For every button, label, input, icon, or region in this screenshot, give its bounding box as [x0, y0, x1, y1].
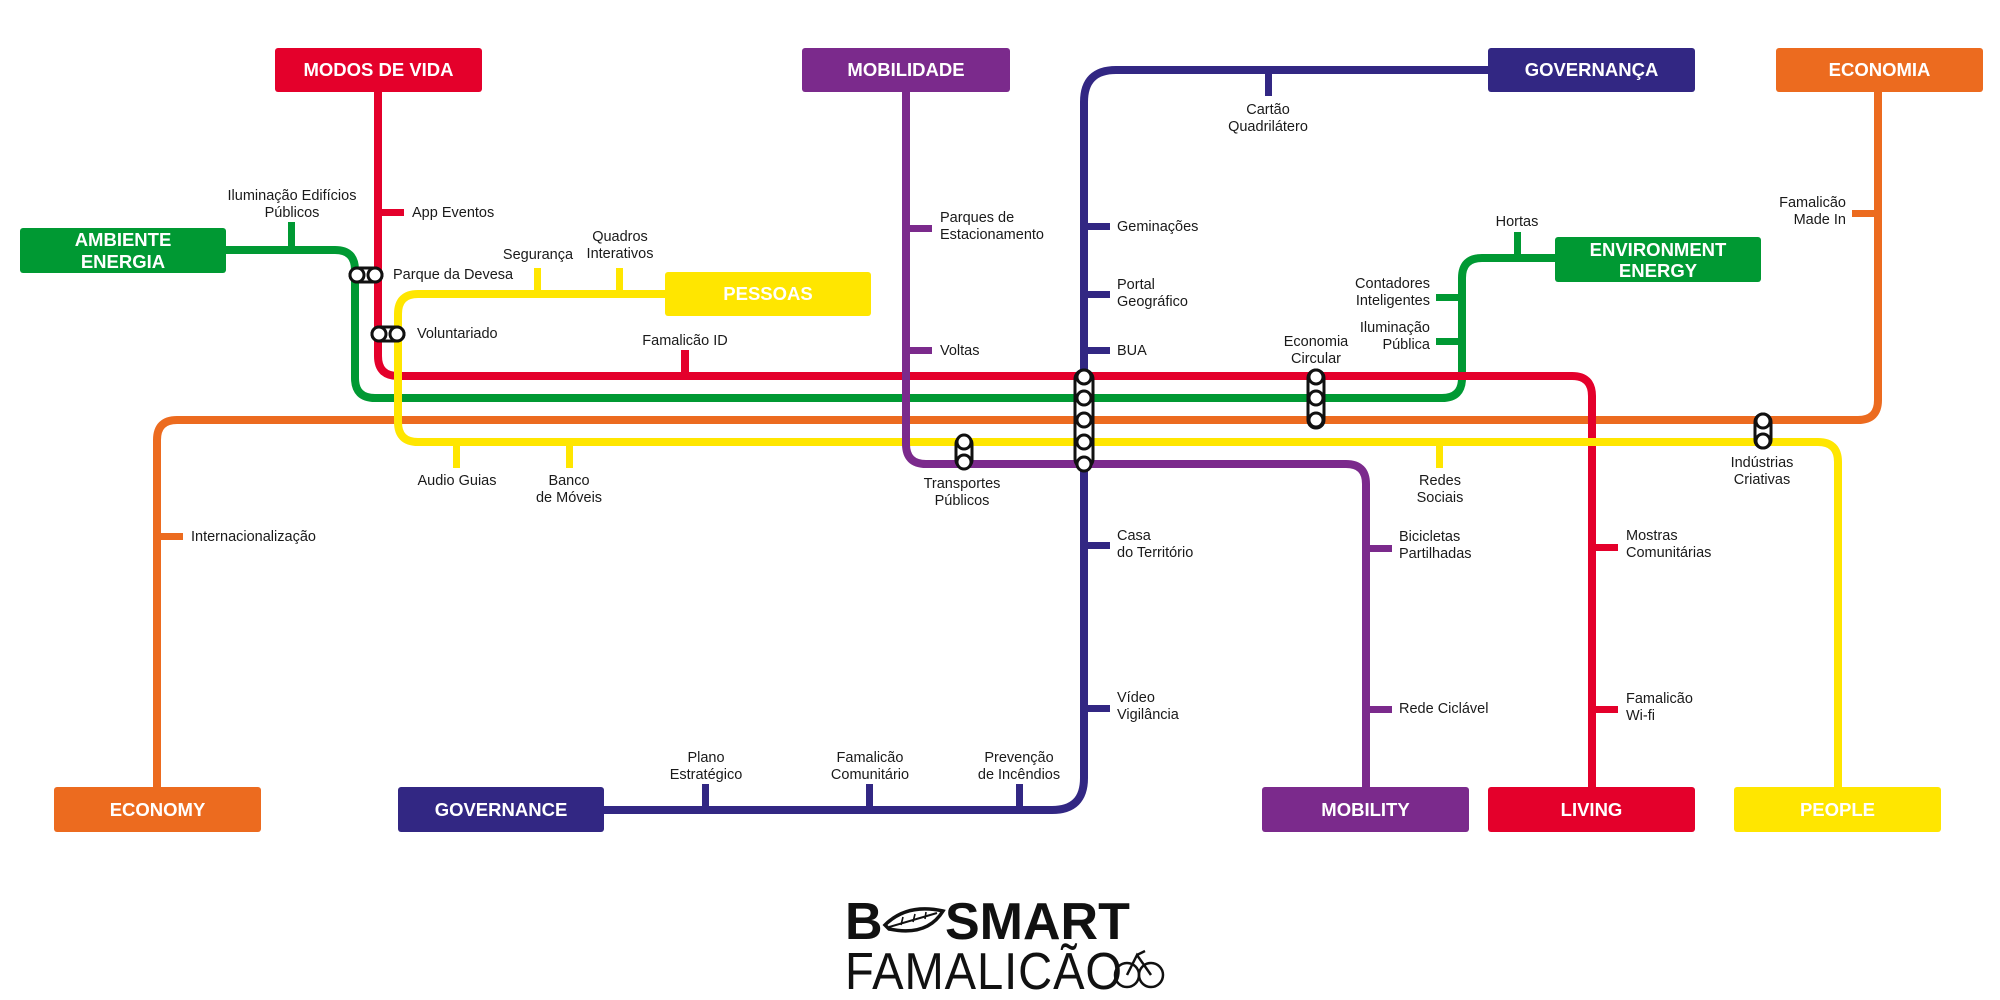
economy-line	[153, 88, 1882, 794]
station-seguranca[interactable]: Segurança	[503, 247, 574, 263]
svg-text:ECONOMIA: ECONOMIA	[1829, 59, 1931, 80]
terminal-economia[interactable]: ECONOMIA	[1776, 48, 1983, 92]
terminal-environment-energy[interactable]: ENVIRONMENT ENERGY	[1555, 237, 1761, 282]
mobility-line	[902, 88, 1370, 794]
svg-text:MODOS DE VIDA: MODOS DE VIDA	[303, 59, 453, 80]
svg-text:ECONOMY: ECONOMY	[110, 799, 206, 820]
interchange-industrias[interactable]	[1753, 412, 1773, 450]
people-line	[394, 290, 1842, 794]
station-voltas[interactable]: Voltas	[940, 343, 980, 359]
station-ticks	[161, 74, 1874, 806]
terminal-modos-de-vida[interactable]: MODOS DE VIDA	[275, 48, 482, 92]
leaf-icon	[882, 907, 946, 933]
station-app-eventos[interactable]: App Eventos	[412, 205, 494, 221]
terminal-governance[interactable]: GOVERNANCE	[398, 787, 604, 832]
station-rede-ciclavel[interactable]: Rede Ciclável	[1399, 701, 1488, 717]
svg-text:AMBIENTE: AMBIENTE	[75, 229, 172, 250]
terminal-living[interactable]: LIVING	[1488, 787, 1695, 832]
station-famalicao-id[interactable]: Famalicão ID	[642, 333, 727, 349]
svg-text:B: B	[845, 895, 883, 951]
living-line	[374, 88, 1596, 794]
interchange-economia-circular[interactable]	[1306, 368, 1326, 430]
svg-text:PESSOAS: PESSOAS	[723, 283, 812, 304]
station-internacionalizacao[interactable]: Internacionalização	[191, 529, 316, 545]
terminal-economy[interactable]: ECONOMY	[54, 787, 261, 832]
terminal-ambiente-energia[interactable]: AMBIENTE ENERGIA	[20, 228, 226, 273]
svg-text:MOBILITY: MOBILITY	[1321, 799, 1410, 820]
interchange-voluntariado[interactable]	[370, 325, 406, 343]
svg-text:ENERGY: ENERGY	[1619, 260, 1698, 281]
interchange-parque-devesa[interactable]	[348, 266, 384, 284]
svg-text:GOVERNANCE: GOVERNANCE	[435, 799, 568, 820]
terminal-mobility[interactable]: MOBILITY	[1262, 787, 1469, 832]
station-hortas[interactable]: Hortas	[1496, 214, 1539, 230]
station-geminacoes[interactable]: Geminações	[1117, 219, 1198, 235]
svg-text:LIVING: LIVING	[1561, 799, 1623, 820]
svg-text:ENVIRONMENT: ENVIRONMENT	[1590, 239, 1727, 260]
svg-text:ENERGIA: ENERGIA	[81, 251, 165, 272]
svg-text:MOBILIDADE: MOBILIDADE	[847, 59, 964, 80]
terminal-mobilidade[interactable]: MOBILIDADE	[802, 48, 1010, 92]
bicycle-icon	[1113, 949, 1165, 989]
terminal-pessoas[interactable]: PESSOAS	[665, 272, 871, 316]
terminal-governanca[interactable]: GOVERNANÇA	[1488, 48, 1695, 92]
svg-text:FAMALICÃO: FAMALICÃO	[845, 943, 1123, 995]
terminal-people[interactable]: PEOPLE	[1734, 787, 1941, 832]
station-parque-devesa[interactable]: Parque da Devesa	[393, 267, 514, 283]
station-voluntariado[interactable]: Voluntariado	[417, 326, 498, 342]
svg-text:PEOPLE: PEOPLE	[1800, 799, 1875, 820]
svg-text:SMART: SMART	[945, 895, 1130, 951]
station-audio-guias[interactable]: Audio Guias	[418, 473, 497, 489]
interchange-transportes[interactable]	[954, 433, 974, 471]
interchange-central[interactable]	[1073, 368, 1095, 473]
station-bua[interactable]: BUA	[1117, 343, 1147, 359]
svg-text:GOVERNANÇA: GOVERNANÇA	[1525, 59, 1659, 80]
bsmart-famalicao-logo: B SMART FAMALICÃO	[845, 895, 1165, 995]
